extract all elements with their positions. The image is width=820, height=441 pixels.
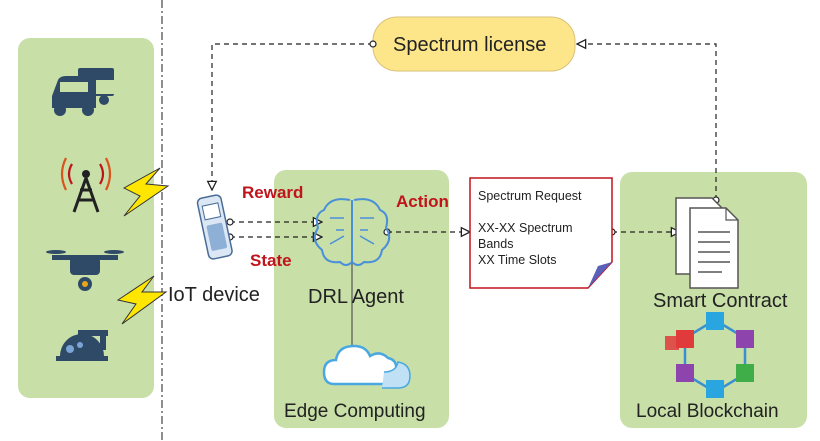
lightning-icon — [116, 275, 168, 325]
lightning-icon — [122, 167, 170, 217]
cloud-icon — [322, 344, 411, 389]
vehicles-icon — [52, 68, 114, 116]
action-label: Action — [396, 192, 449, 211]
phone-icon — [196, 194, 233, 260]
request-line2: Bands — [478, 237, 514, 251]
brain-icon — [313, 198, 391, 266]
request-line1: XX-XX Spectrum — [478, 221, 573, 235]
request-line3: XX Time Slots — [478, 253, 557, 267]
spectrum-request-note — [469, 177, 613, 289]
blockchain-label: Local Blockchain — [636, 401, 779, 422]
contract-label: Smart Contract — [653, 290, 788, 312]
sensor-panel — [18, 38, 154, 398]
contract-to-license-arrow — [577, 44, 717, 200]
camera-icon — [56, 330, 108, 361]
request-text: Spectrum Request XX-XX Spectrum Bands XX… — [478, 188, 582, 268]
request-title: Spectrum Request — [478, 189, 582, 203]
license-label: Spectrum license — [393, 34, 547, 56]
blockchain-panel — [620, 172, 807, 428]
blockchain-cubes-icon — [665, 312, 754, 398]
state-label: State — [250, 251, 292, 270]
license-to-device-arrow — [212, 43, 373, 190]
device-label: IoT device — [168, 284, 260, 306]
document-icon — [675, 197, 739, 289]
edge-label: Edge Computing — [284, 401, 426, 422]
drone-icon — [46, 250, 124, 291]
agent-label: DRL Agent — [308, 286, 404, 308]
reward-label: Reward — [242, 183, 304, 202]
cell-tower-icon — [60, 157, 112, 213]
